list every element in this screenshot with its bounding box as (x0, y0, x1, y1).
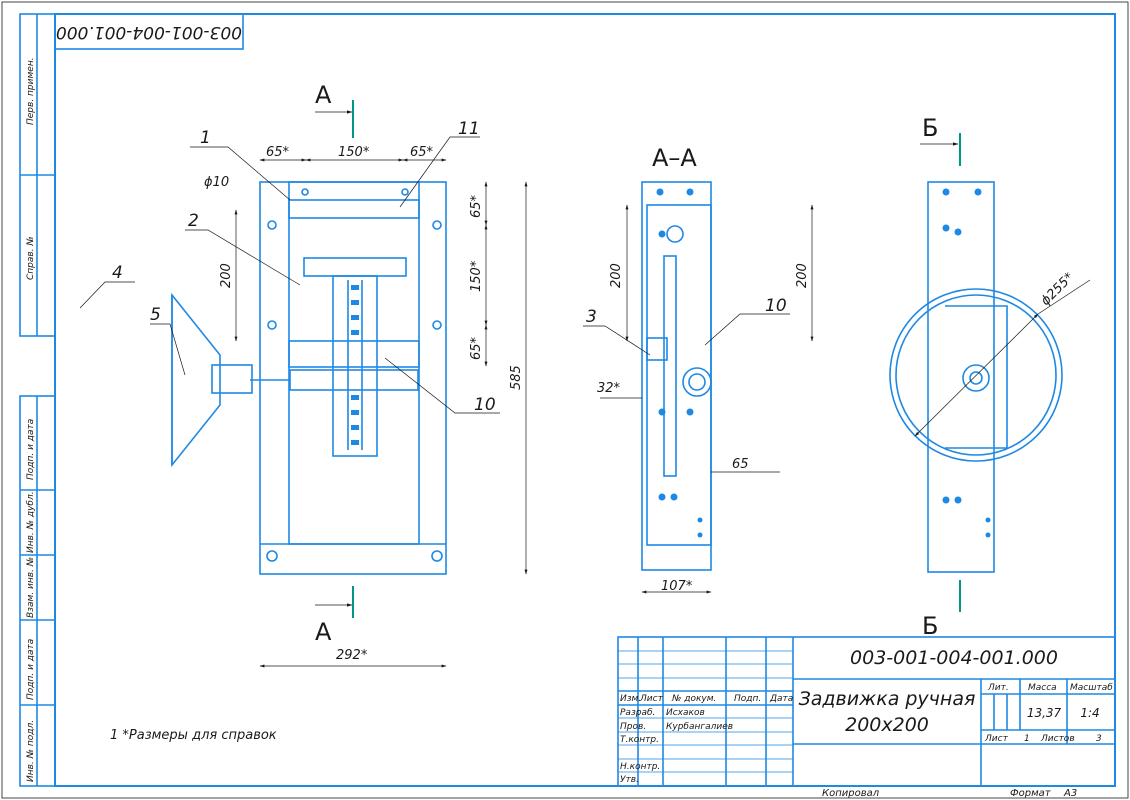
callout: 11 (458, 119, 480, 139)
role-cell: Утв. (620, 775, 639, 785)
dim-label: 107* (661, 579, 693, 594)
callout-leaders (79, 136, 790, 414)
title-name: 200х200 (845, 714, 929, 736)
strip-label: Инв. № дубл. (26, 491, 36, 553)
sheets-label: Листов (1040, 734, 1075, 744)
callout: 4 (112, 263, 123, 283)
left-strip (19, 13, 56, 787)
copied-label: Копировал (822, 788, 880, 799)
dim-label: 292* (336, 648, 368, 663)
handwheel-side (171, 292, 253, 468)
header-cell: Изм. (620, 694, 641, 704)
role-cell: Т.контр. (620, 735, 659, 745)
front-dimensions (234, 158, 528, 668)
strip-label: Подп. и дата (26, 419, 36, 480)
role-cell: Н.контр. (620, 762, 660, 772)
sheet-label: Лист (984, 734, 1009, 744)
dim-label: 150* (469, 260, 484, 292)
section-label-a: А (315, 618, 332, 646)
title-block-thin-lines (618, 650, 793, 773)
callout: 5 (150, 305, 161, 325)
person-cell: Курбангалиев (666, 722, 733, 732)
dim-label: 200 (795, 263, 810, 288)
section-aa-view (641, 181, 712, 571)
dim-label: 200 (609, 263, 624, 288)
strip-label: Подп. и дата (26, 639, 36, 700)
dim-label: 65 (732, 457, 749, 472)
section-aa-dimensions (600, 204, 814, 594)
wheel-diameter: ϕ255* (1038, 270, 1077, 309)
callout: 2 (188, 211, 199, 231)
dim-label: 32* (597, 381, 621, 396)
role-cell: Пров. (620, 722, 646, 732)
callout: 3 (586, 307, 597, 327)
section-label-b: Б (922, 114, 938, 142)
dim-label: 200 (219, 263, 234, 288)
dim-label: 585 (509, 365, 524, 390)
dim-label: 65* (469, 194, 484, 218)
lit-label: Лит. (987, 683, 1009, 693)
strip-label: Справ. № (26, 236, 36, 280)
note: 1 *Размеры для справок (110, 728, 277, 743)
rack-holes (351, 285, 359, 445)
sheets-value: 3 (1096, 734, 1102, 744)
dim-label: 65* (266, 145, 290, 160)
callout: 10 (474, 395, 496, 415)
strip-label: Перв. примен. (26, 57, 36, 125)
strip-label: Взам. инв. № (26, 557, 36, 618)
section-label-a: А (315, 81, 332, 109)
section-b-markers (920, 133, 961, 612)
scale-value: 1:4 (1080, 706, 1099, 720)
wheel-dimension (914, 279, 1091, 437)
header-cell: Дата (769, 694, 793, 704)
section-title-aa: А–А (652, 144, 697, 172)
mass-value: 13,37 (1027, 706, 1062, 720)
format-value: А3 (1063, 788, 1077, 799)
section-label-b: Б (922, 612, 938, 640)
inner-frame (54, 13, 1116, 787)
section-a-markers (315, 100, 354, 618)
title-name: Задвижка ручная (799, 688, 976, 710)
header-cell: Подп. (734, 694, 761, 704)
dim-label: ϕ10 (204, 175, 229, 190)
scale-label: Масштаб (1070, 683, 1113, 693)
mass-label: Масса (1028, 683, 1057, 693)
sheet-value: 1 (1024, 734, 1030, 744)
front-view (250, 181, 447, 575)
title-number: 003-001-004-001.000 (850, 647, 1058, 669)
header-cell: № докум. (671, 694, 716, 704)
role-cell: Разраб. (620, 708, 655, 718)
title-block (617, 636, 1116, 787)
section-aa-holes (656, 188, 703, 538)
callout: 10 (765, 296, 787, 316)
person-cell: Исхаков (666, 708, 705, 718)
wheel-view (889, 181, 1063, 573)
callout: 1 (200, 128, 211, 148)
top-stamp-box (54, 13, 244, 50)
dim-label: 65* (410, 145, 434, 160)
format-label: Формат (1010, 788, 1052, 799)
wheel-holes (942, 188, 991, 538)
dim-label: 150* (338, 145, 370, 160)
top-stamp: 003-001-004-001.000 (56, 22, 242, 42)
strip-label: Инв. № подл. (26, 720, 36, 782)
header-cell: Лист (639, 694, 664, 704)
dim-label: 65* (469, 336, 484, 360)
